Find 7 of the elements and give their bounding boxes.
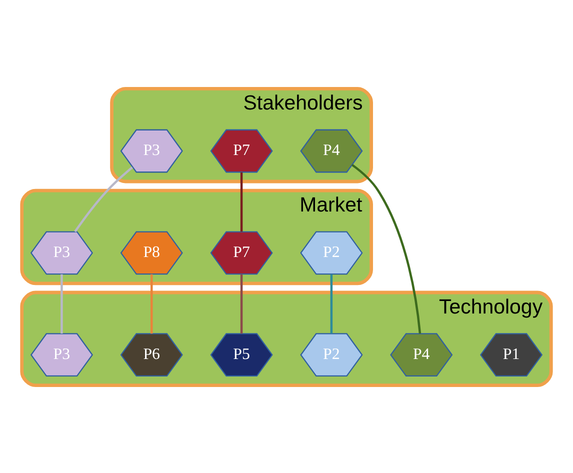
connector xyxy=(351,163,422,334)
connector xyxy=(74,166,133,232)
connector xyxy=(60,274,63,334)
connector xyxy=(240,172,243,232)
connector xyxy=(150,274,153,334)
connector xyxy=(240,274,243,334)
connector xyxy=(330,274,333,334)
